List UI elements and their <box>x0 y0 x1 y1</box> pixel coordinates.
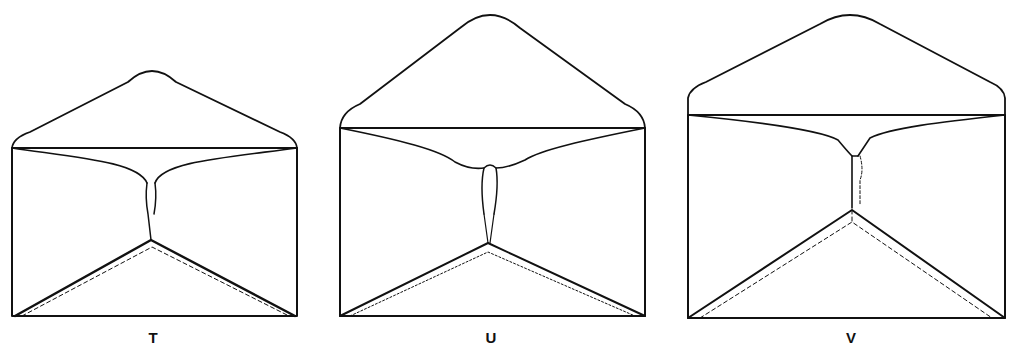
figure-letter: U <box>486 330 497 345</box>
figure-letter: T <box>148 330 157 345</box>
figure-letter: V <box>846 330 856 345</box>
envelope-t <box>12 71 297 316</box>
envelope-v <box>688 15 1005 318</box>
envelope-u <box>340 15 645 316</box>
